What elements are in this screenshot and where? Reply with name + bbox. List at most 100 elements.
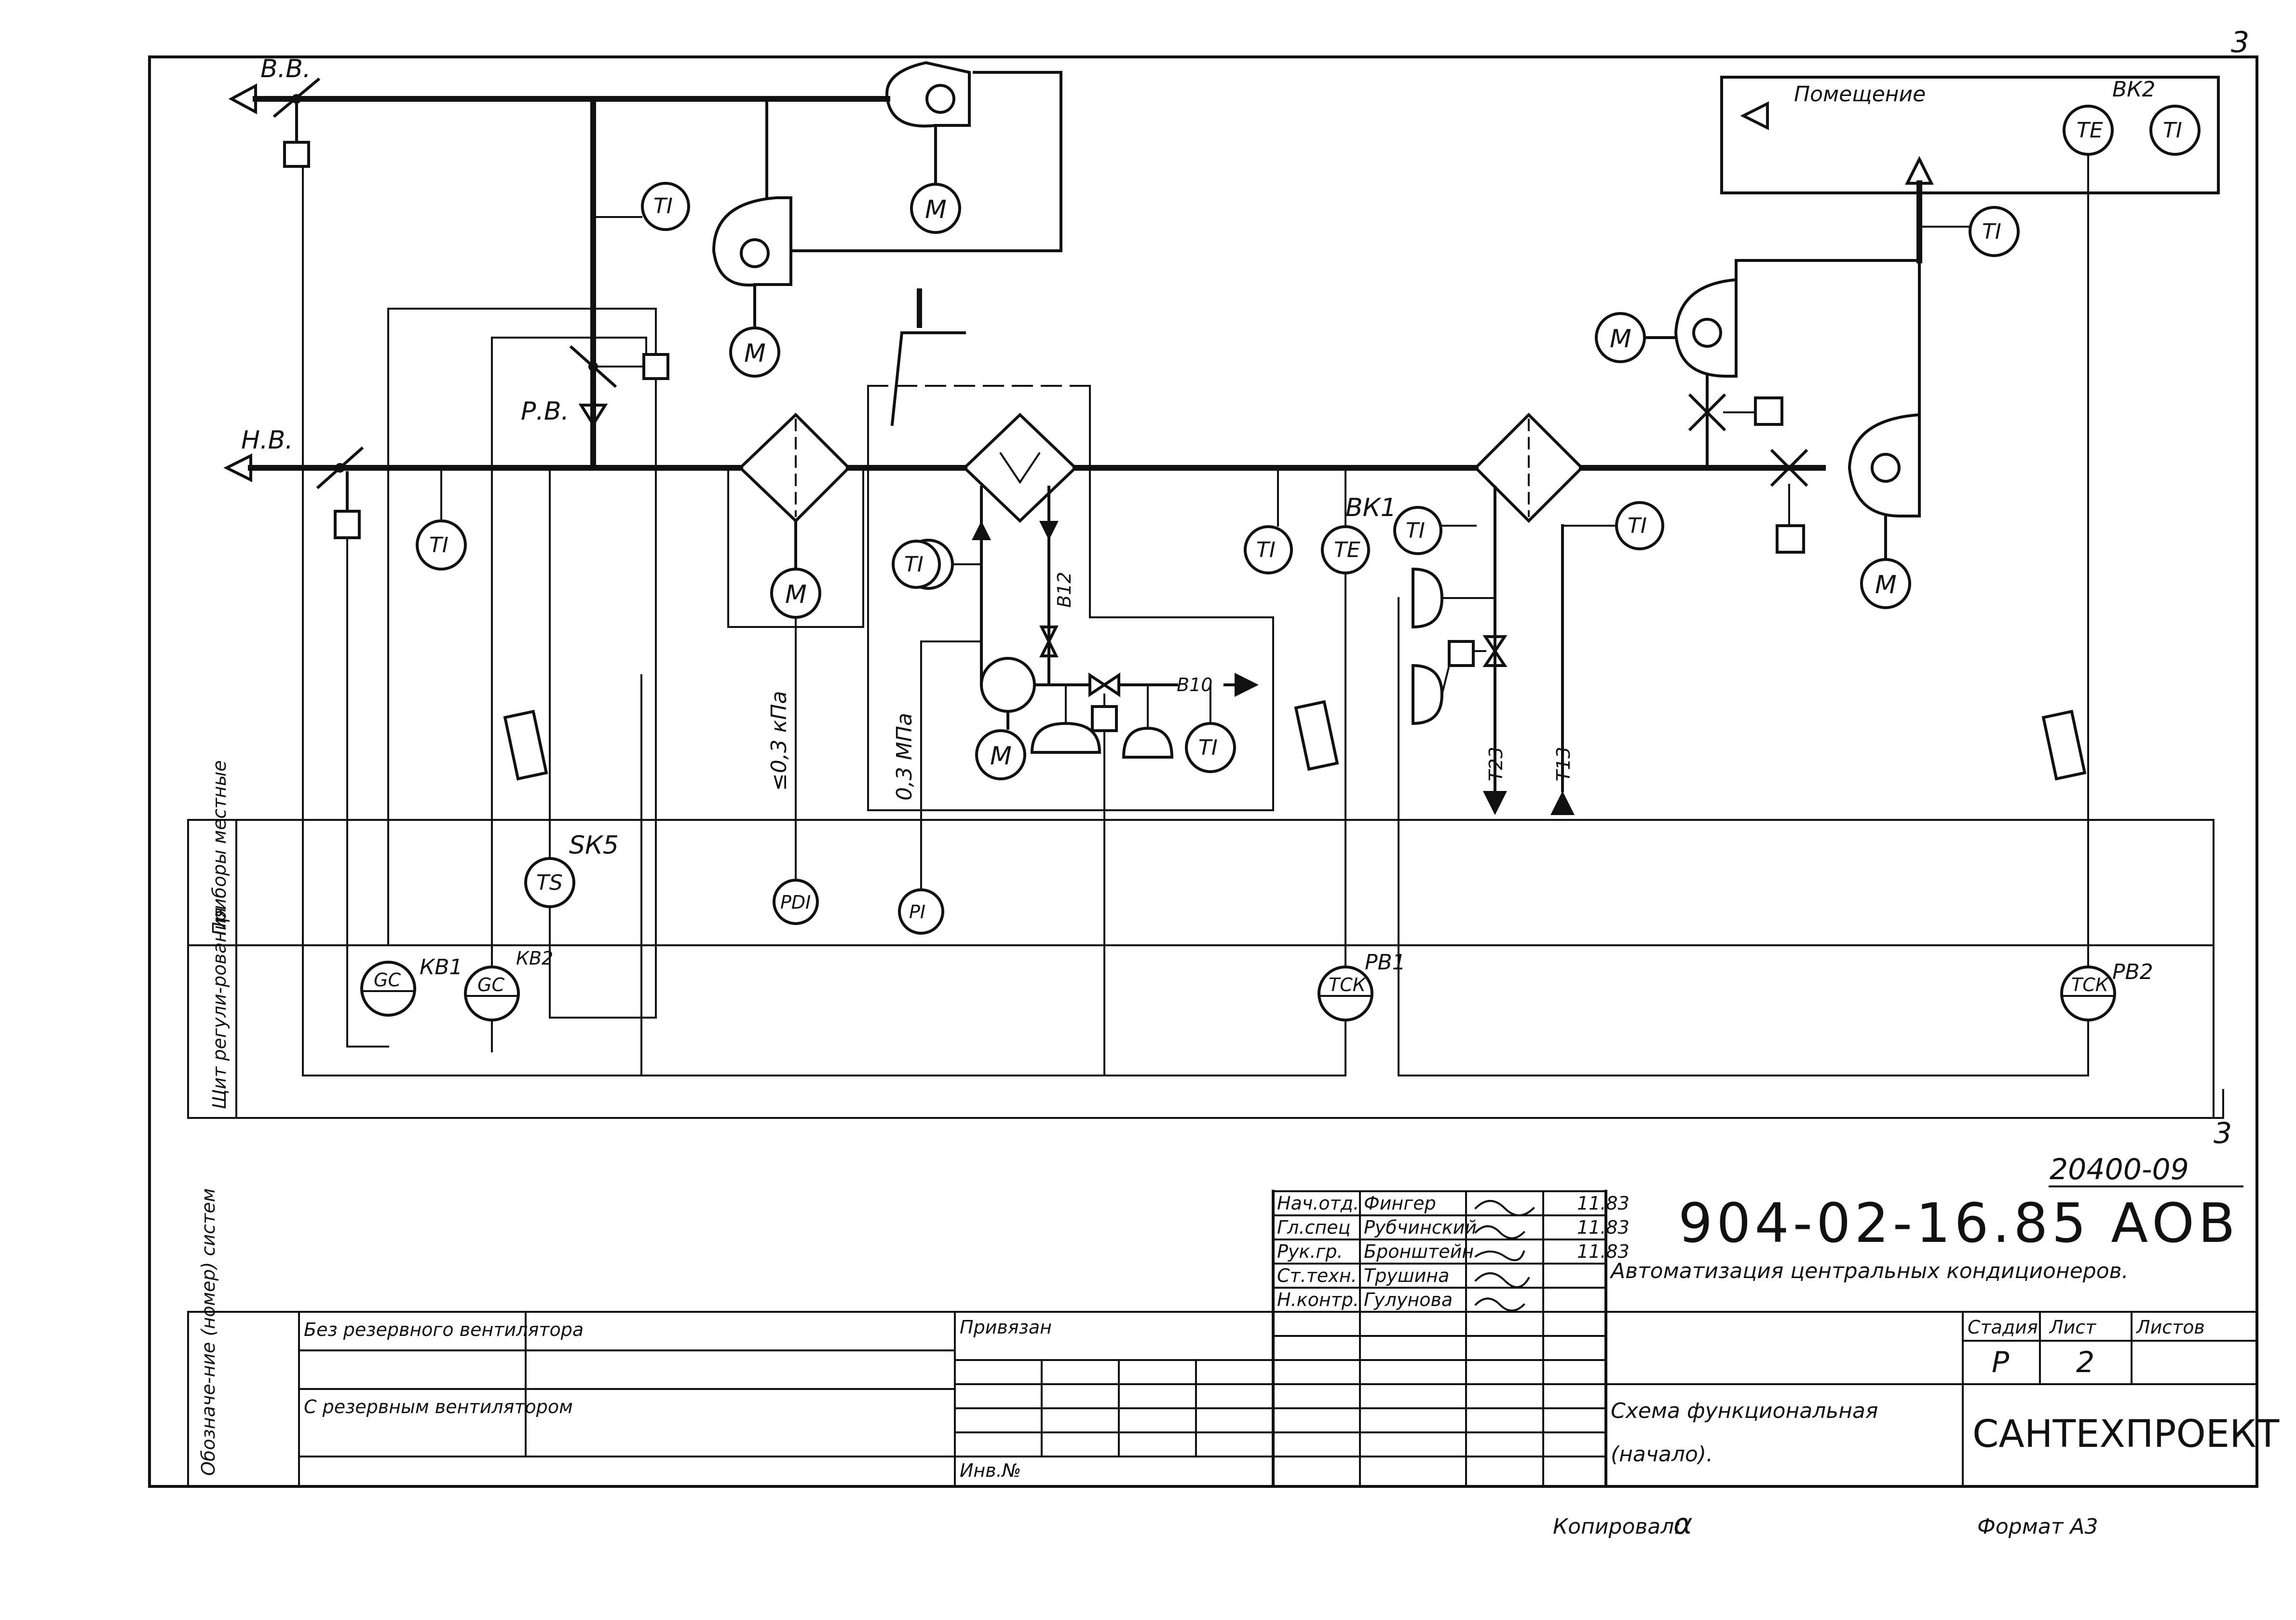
supply-duct [223,446,1826,539]
tag-kb2: КВ2 [516,948,553,969]
ti-heater-bubble [892,540,941,589]
format-label: Формат А3 [1977,1514,2098,1539]
tied-label: Привязан [960,1317,1052,1338]
ts-sensor: TS [536,871,563,895]
exhaust-air-label: В.В. [260,54,311,83]
tag-kb1: КВ1 [420,955,462,980]
actuator-box-0 [503,709,548,781]
ti-supply: ТI [1982,219,2001,244]
section-mark-label: I [911,278,931,341]
sheets-label: Листов [2135,1317,2205,1338]
intake-air-label: Н.В. [241,426,293,455]
doc-number: 20400-09 [2050,1153,2189,1186]
sheet-value: 2 [2076,1346,2094,1379]
actuator-box-1 [1294,700,1339,771]
ti-water: ТI [1198,735,1218,760]
legend-header: Обозначе-ние (номер) систем [198,1188,219,1476]
ti-after-heater: ТI [1256,538,1276,562]
sig-name-4: Трушина [1364,1265,1449,1286]
handwritten-signature-3 [1474,1250,1525,1261]
panel-instruments [360,597,2116,1076]
sig-role-4: Ст.техн. [1277,1265,1357,1286]
sig-date-1: 11.83 [1577,1193,1630,1214]
zone-panel-label: Щит регули-рования [209,907,230,1109]
te-room: ТЕ [2077,118,2103,143]
zone-local-label: Приборы местные [209,760,230,936]
gc-2: GC [477,974,504,995]
ti-recirc: ТI [653,194,673,218]
cooler-coil [1393,412,1664,815]
zone-strips [187,819,2224,1119]
line-t23: Т23 [1485,747,1507,781]
line-b12: В12 [1054,572,1075,608]
tck-1: ТСК [1329,974,1367,995]
title-block [1272,1190,2258,1488]
drawing-title-1: Схема функциональная [1611,1399,1878,1423]
sig-name-2: Рубчинский [1364,1217,1477,1238]
recirculation-label: Р.В. [521,397,569,426]
line-t13: Т13 [1553,747,1574,781]
ti-room: ТI [2163,118,2182,143]
sig-role-3: Рук.гр. [1277,1241,1343,1262]
exhaust-fan-2-motor: М [744,339,766,368]
room-label: Помещение [1794,82,1926,107]
drawing-title-2: (начало). [1611,1442,1713,1467]
room-box [1720,76,2220,990]
supply-fan-main [1770,259,1921,609]
copied-by-sign: α [1673,1507,1693,1541]
page-ref: 3 [2214,1116,2232,1150]
project-code: 904-02-16.85 АОВ [1678,1192,2239,1255]
legend-row-2: С резервным вентилятором [304,1396,573,1417]
pdi-bubble [773,879,819,925]
filter-1 [727,412,864,884]
exhaust-fan-1-motor: М [925,195,947,224]
inv-label: Инв.№ [960,1460,1021,1481]
legend-table [187,1311,956,1487]
ti-cooler-left: ТI [1406,518,1425,543]
ti-heater: ТI [904,552,924,577]
copied-by-label: Копировал: [1553,1514,1681,1539]
gc-1: GC [374,969,401,991]
pdi-sensor: PDI [780,892,811,913]
pi-sensor: PI [909,901,925,923]
signature-table: Нач.отд. Фингер 11.83 Гл.спец Рубчинский… [1277,1193,1630,1312]
supply-riser [1905,156,2020,263]
sig-date-2: 11.83 [1577,1217,1630,1238]
sig-name-3: Бронштейн [1364,1241,1474,1262]
sig-name-1: Фингер [1364,1193,1436,1214]
tag-sk5: SК5 [569,831,619,860]
exhaust-duct [228,77,890,1076]
sig-role-1: Нач.отд. [1277,1193,1359,1214]
filter-motor: М [785,580,807,609]
ti-after-heater-bubble [1244,525,1293,574]
page-number: 3 [2231,26,2249,59]
line-b10: В10 [1177,674,1212,695]
exhaust-fan-1 [885,61,1062,252]
ti-intake-bubble [416,519,467,571]
supply-fan-reserve-motor: М [1610,325,1631,354]
supply-fan-reserve [1595,259,1921,469]
tag-pb1: РВ1 [1365,950,1406,975]
tag-pb2: РВ2 [2112,960,2153,984]
sig-role-5: Н.контр. [1277,1289,1359,1310]
tck-2: ТСК [2071,974,2109,995]
stage-value: Р [1992,1346,2010,1379]
tag-bk2: ВК2 [2112,77,2155,102]
organization: САНТЕХПРОЕКТ [1972,1413,2280,1456]
handwritten-signature-4 [1474,1272,1530,1288]
ti-cooler-right: ТI [1628,514,1647,538]
sig-date-3: 11.83 [1577,1241,1630,1262]
pressure-limit-1: ≤0,3 кПа [767,691,791,791]
sig-name-5: Гулунова [1364,1289,1453,1310]
section-mark [867,331,1274,811]
damper-control-wires [346,308,657,1052]
actuator-box-2 [2041,709,2087,781]
exhaust-fan-2 [712,97,1062,378]
heater-coil [962,412,1078,686]
handwritten-signature-1 [1474,1200,1535,1216]
handwritten-signature-2 [1474,1225,1525,1239]
ti-intake: ТI [429,533,448,558]
handwritten-signature-5 [1474,1297,1525,1312]
recirculation-branch [569,96,690,471]
